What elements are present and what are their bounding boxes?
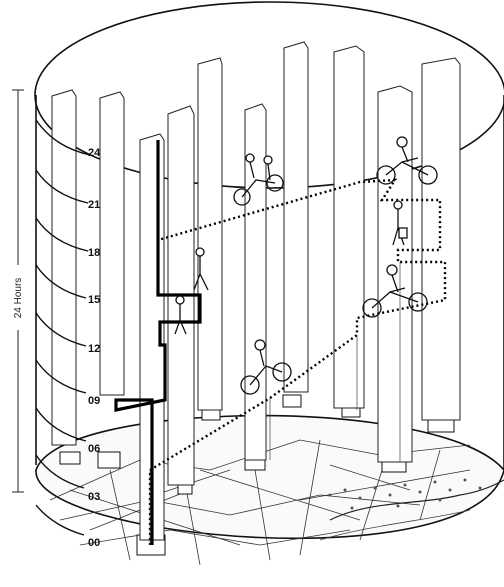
hour-labels: 24 21 18 15 12 09 06 03 00 (88, 147, 101, 549)
trajectory-solid (114, 140, 202, 545)
hour-label-03: 03 (88, 491, 100, 503)
hour-label-15: 15 (88, 294, 100, 306)
walker-middle (193, 247, 209, 291)
river (329, 479, 504, 521)
building-6 (282, 394, 302, 408)
hour-label-21: 21 (88, 199, 100, 211)
hour-label-09: 09 (88, 395, 100, 407)
building-2 (97, 451, 121, 469)
top-ellipse (34, 1, 504, 189)
hour-label-00: 00 (88, 537, 100, 549)
hour-tick-lines (35, 119, 91, 536)
cyclist-top-right (376, 136, 438, 185)
cyclist-pair-top (233, 153, 284, 206)
hour-label-12: 12 (88, 343, 100, 355)
forest-texture (328, 478, 482, 510)
hour-label-24: 24 (88, 147, 101, 159)
cyclist-middle-right (362, 264, 428, 318)
cyclist-pair-lower (240, 339, 292, 395)
trajectory-dotted (148, 178, 447, 545)
time-axis-title: 24 Hours (13, 278, 24, 319)
hour-label-18: 18 (88, 247, 100, 259)
building-1 (59, 451, 81, 465)
walker-with-bag (392, 200, 408, 246)
time-axis-indicator: 24 Hours (12, 89, 24, 493)
hour-label-06: 06 (88, 443, 100, 455)
projection-lines (149, 262, 401, 545)
walker-lower (174, 295, 187, 335)
river-bank (319, 509, 471, 541)
